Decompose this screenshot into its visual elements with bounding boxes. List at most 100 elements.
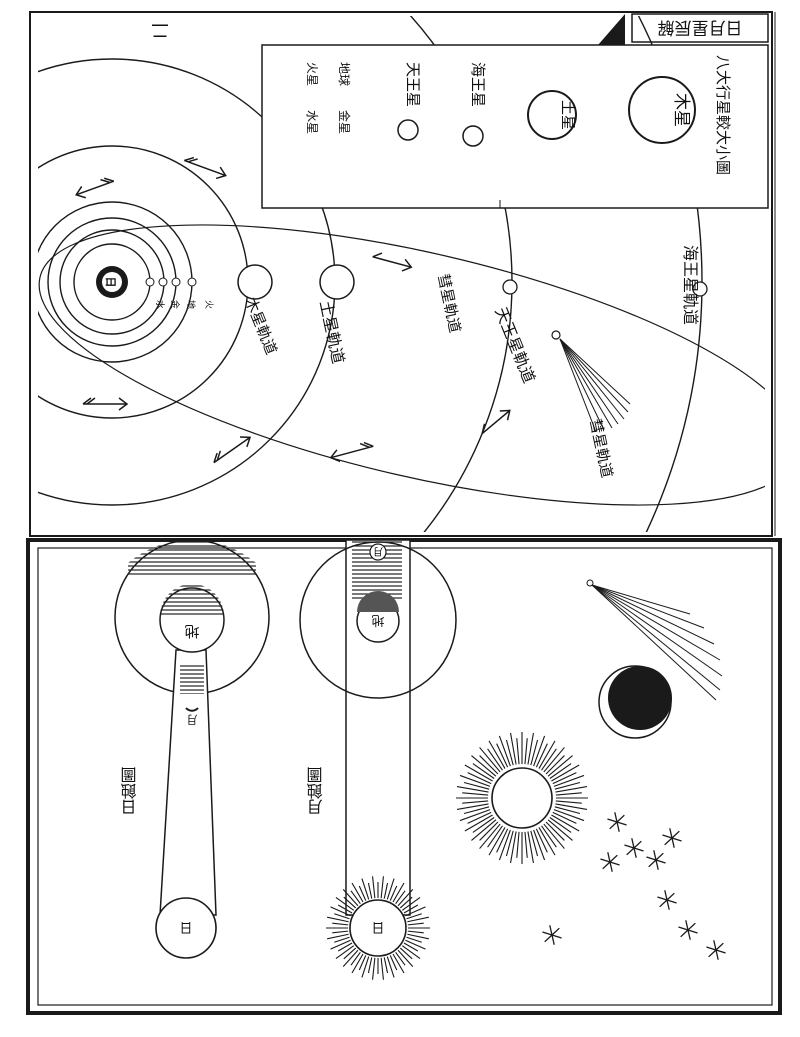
sun-ray <box>395 890 406 905</box>
sun-ray <box>462 800 489 804</box>
uranus-size-label: 天王星 <box>404 62 422 107</box>
venus-label: 金 <box>169 300 181 309</box>
sun-ray <box>334 913 350 920</box>
jupiter-size-label: 木星 <box>671 93 691 127</box>
moon-shadow <box>180 664 204 694</box>
sun-ray <box>383 882 389 899</box>
sun-ray <box>545 755 565 775</box>
sun-ray <box>332 922 349 926</box>
sun-ray <box>471 755 497 777</box>
sun-ray <box>555 800 582 804</box>
top-panel-border <box>29 11 773 537</box>
sun-ray <box>496 828 509 853</box>
moon-label-solar: 月 <box>187 713 198 726</box>
sun-ray <box>472 817 495 833</box>
sun-rays-lunar <box>326 876 430 980</box>
sun-ray <box>463 806 490 815</box>
sun-ray <box>397 949 414 968</box>
sun-ray <box>399 947 413 960</box>
sun-ray <box>496 743 509 768</box>
moon-label-lunar: 月 <box>373 545 383 557</box>
sun-ray <box>524 738 528 765</box>
sun-ray <box>389 885 398 901</box>
sun-ray <box>459 809 491 822</box>
star <box>624 838 644 858</box>
star <box>706 940 726 960</box>
sun: 日 <box>96 266 128 298</box>
earth-size-label: 地球 <box>337 62 351 86</box>
sun-ray <box>533 829 546 861</box>
sun-ray <box>505 739 514 766</box>
moon-lunar <box>369 543 387 561</box>
sun-ray <box>527 732 535 765</box>
star <box>542 925 562 945</box>
lunar-eclipse-title: 月蝕圖 <box>307 767 326 815</box>
sun-ray <box>538 740 556 769</box>
sun-ray <box>330 906 351 917</box>
sun-ray <box>551 814 580 832</box>
sun-ray <box>530 739 539 766</box>
sun-ray <box>335 945 355 960</box>
comet-small <box>586 579 723 701</box>
sun-ray <box>386 878 395 900</box>
saturn-size-disc <box>527 90 577 140</box>
sun-ray <box>462 792 489 796</box>
sun-ray <box>541 825 557 848</box>
sun-ray <box>487 825 503 848</box>
neptune-size-disc <box>462 125 484 147</box>
saturn-orbit-label: 土星軌道 <box>316 299 348 366</box>
mars-label: 火 <box>203 300 214 309</box>
saturn-size-label: 土星 <box>559 100 577 130</box>
sun-ray <box>367 882 373 899</box>
sun-ray <box>555 803 588 811</box>
earth-dark-side-lunar <box>357 591 399 612</box>
mercury <box>145 277 155 287</box>
sun-ray <box>505 830 514 857</box>
sun-ray <box>389 955 398 971</box>
sun-ray <box>403 942 419 952</box>
sun-ray <box>405 939 426 950</box>
sun-ray <box>361 956 370 978</box>
sun-ray <box>509 732 517 765</box>
eclipse-panel: 地 月 日 月蝕圖 地 月 日 日蝕圖 <box>26 538 782 1015</box>
sun-ray <box>549 763 572 779</box>
sun-label-solar: 日 <box>179 919 192 934</box>
sun-ray <box>358 885 367 901</box>
sun-ray <box>471 819 497 841</box>
sun-ray <box>467 811 492 824</box>
sun-ray <box>330 939 351 950</box>
sun-ray <box>479 755 499 775</box>
saturn <box>319 264 355 300</box>
constellation <box>542 812 726 960</box>
sun-ray <box>524 831 528 858</box>
sun-ray <box>351 953 364 974</box>
sun-ray <box>351 882 364 903</box>
earth <box>171 277 181 287</box>
star <box>678 920 698 940</box>
neptune-size-label: 海王星 <box>469 62 487 107</box>
sun-ray <box>337 904 353 914</box>
sun-ray <box>350 890 361 905</box>
mars-size-label: 火星 <box>305 62 319 86</box>
sun-ray <box>407 930 424 934</box>
sun-ray <box>549 817 572 833</box>
sun-ray <box>554 781 581 790</box>
sun-ray <box>332 930 349 934</box>
sun-ray <box>380 957 384 980</box>
solar-system-title: 八大行星較大小圖 <box>714 55 732 175</box>
moon-crescent-solar <box>185 707 199 712</box>
sun-ray <box>392 882 405 903</box>
sun-ray <box>553 809 585 822</box>
sun-ray <box>464 764 493 782</box>
sun-ray <box>327 933 349 940</box>
sun-solar <box>155 897 217 959</box>
comet <box>551 330 631 433</box>
sun-ray <box>535 743 548 768</box>
sun-ray <box>533 735 546 767</box>
uranus-size-disc <box>397 119 419 141</box>
earth-dark-side-solar <box>160 584 224 616</box>
sun-ray <box>472 763 495 779</box>
sun-ray <box>547 819 573 841</box>
sun-ray <box>397 888 414 907</box>
